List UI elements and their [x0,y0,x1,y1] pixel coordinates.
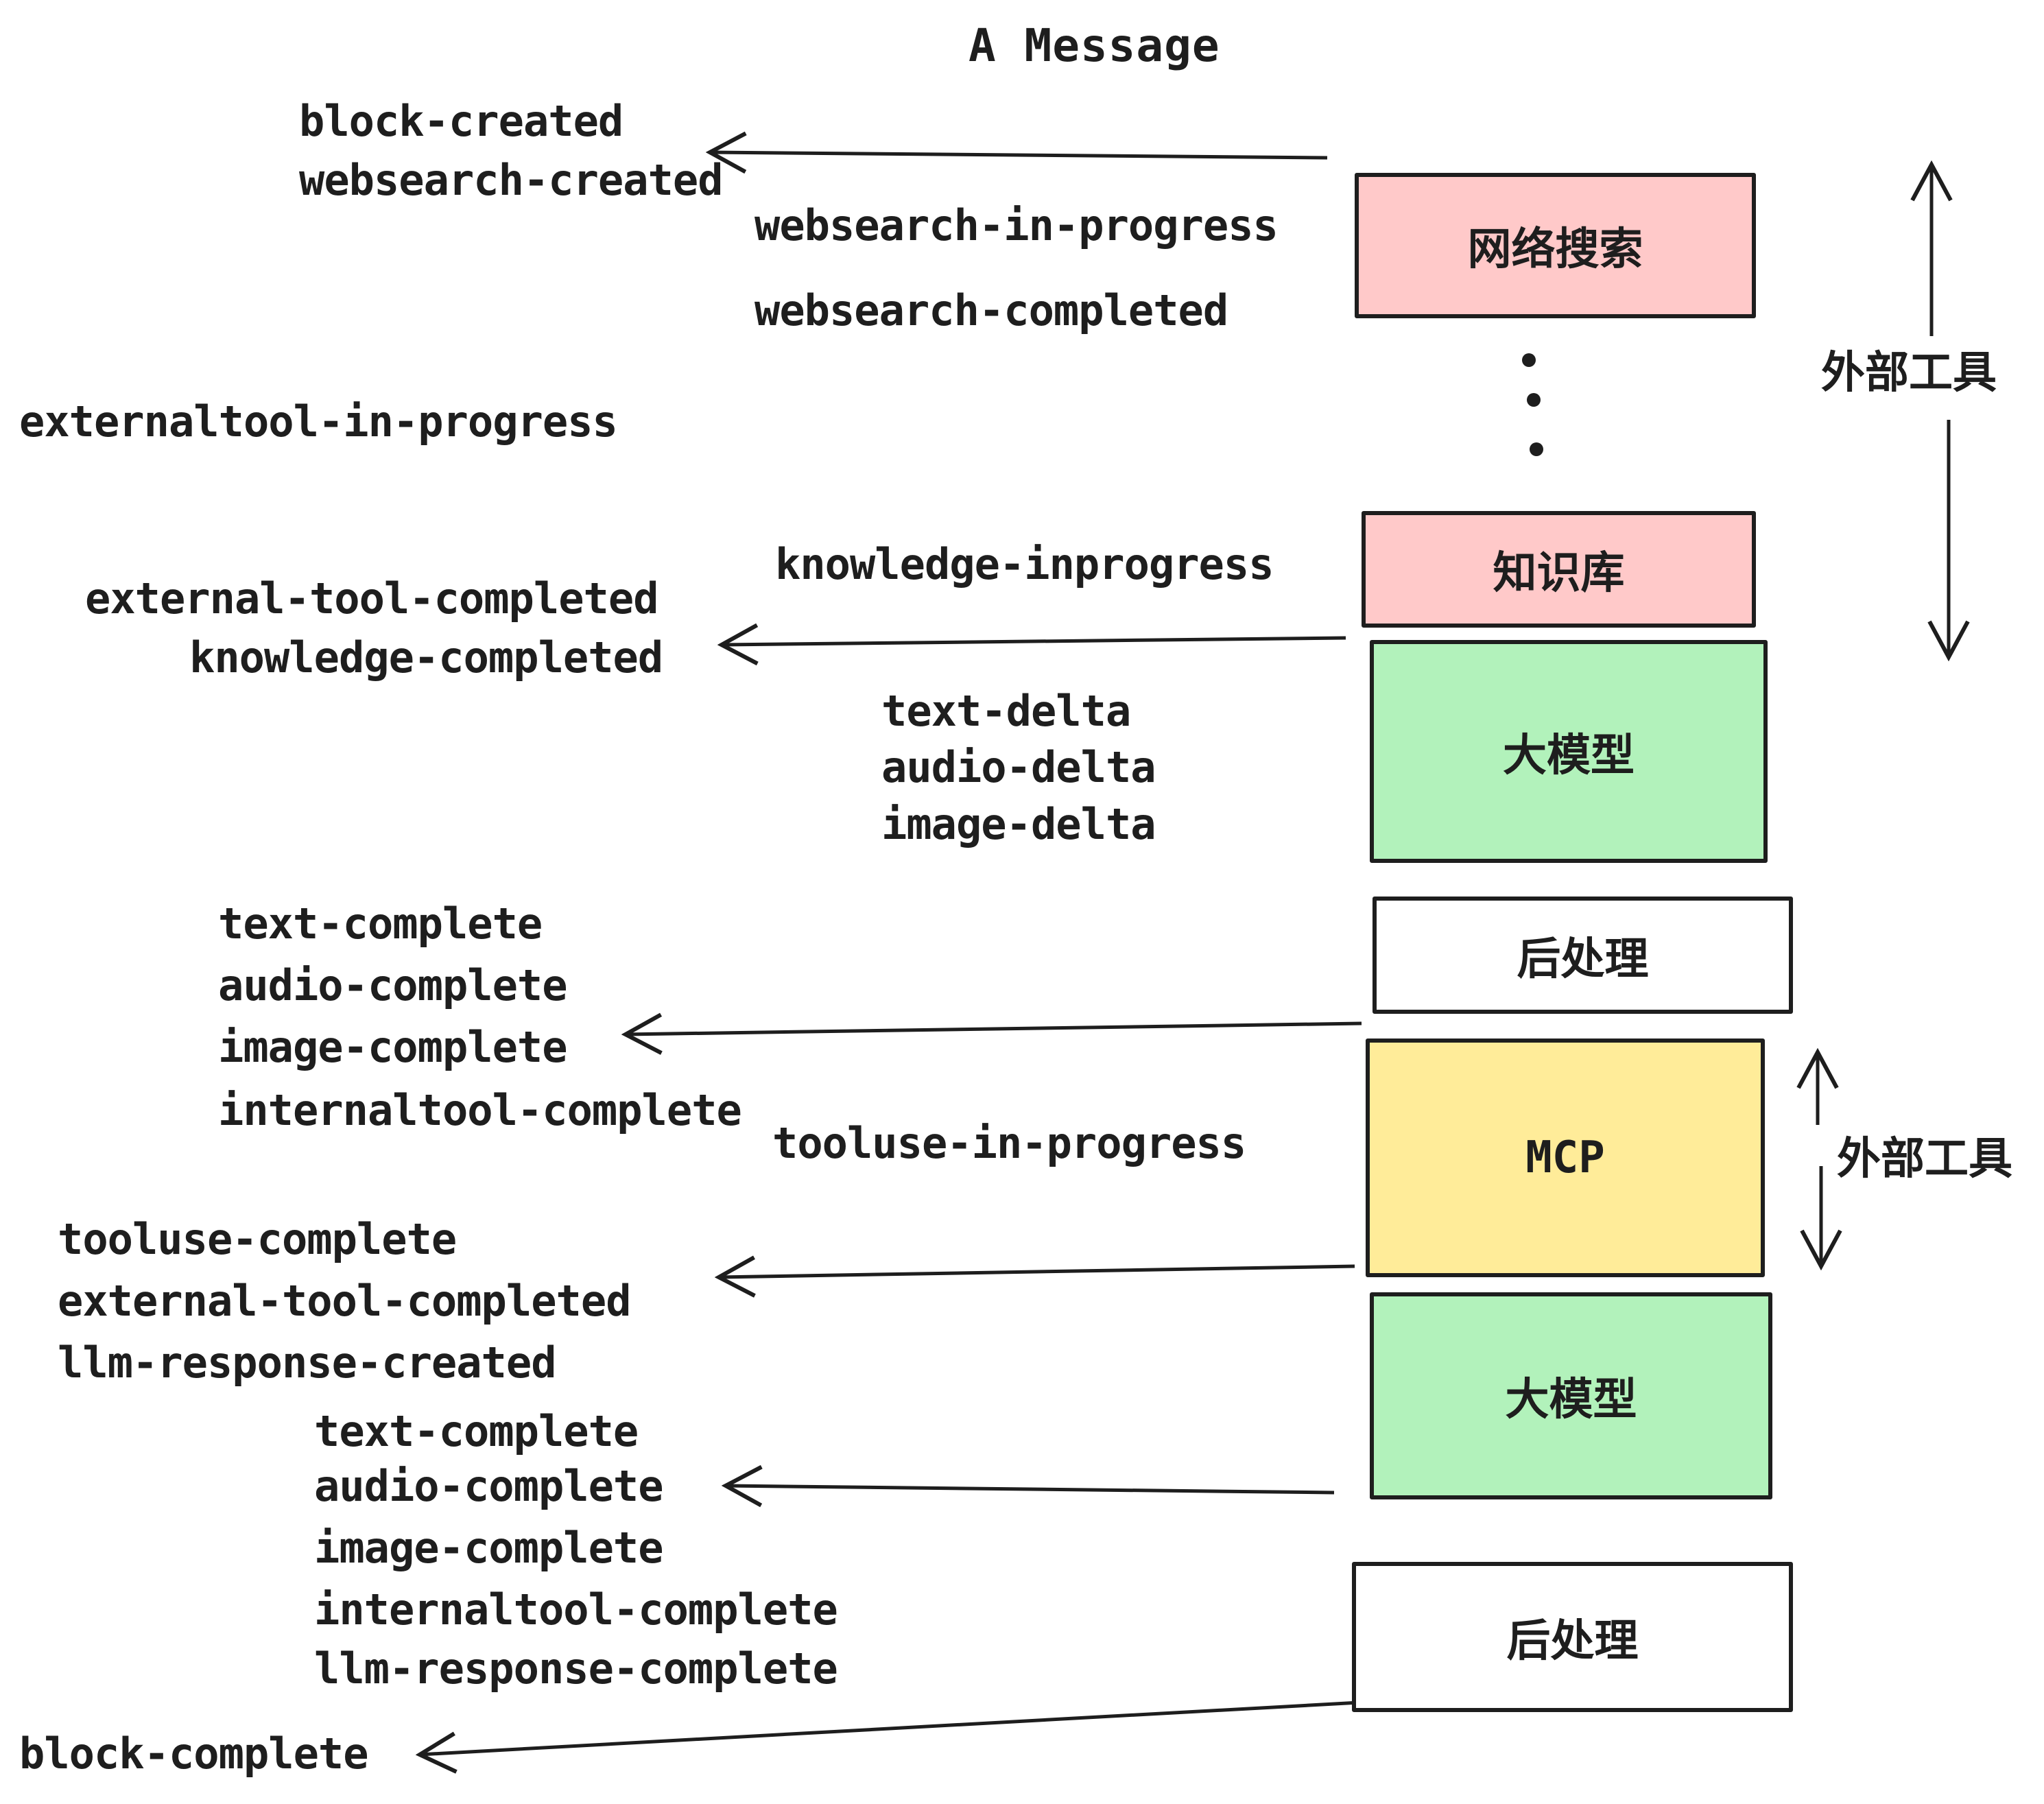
box-mcp: MCP [1366,1039,1765,1277]
event-websearch-in-progress: websearch-in-progress [754,200,1279,250]
event-image-delta-1: image-delta [881,799,1156,849]
event-audio-delta-1: audio-delta [881,742,1156,792]
ellipsis-dot [1522,353,1536,367]
event-block-complete: block-complete [19,1729,369,1779]
event-websearch-completed: websearch-completed [754,285,1228,335]
arrow-postprocess1-to-image-complete [626,1023,1362,1034]
event-text-complete-2: text-complete [314,1406,639,1456]
event-external-tool-completed-1: external-tool-completed [85,573,659,624]
event-text-complete-1: text-complete [218,899,543,949]
event-llm-response-created: llm-response-created [58,1338,557,1388]
external-tools-annotation-1: 外部工具 [1821,348,1997,399]
arrow-postprocess2-to-block-complete [420,1700,1360,1755]
event-websearch-created: websearch-created [299,155,724,205]
event-image-complete-1: image-complete [218,1022,568,1072]
arrow-mcp-to-tooluse-complete [719,1266,1355,1277]
external-tools-annotation-2: 外部工具 [1837,1134,2012,1185]
event-tooluse-complete: tooluse-complete [58,1214,457,1264]
event-knowledge-inprogress: knowledge-inprogress [775,539,1274,589]
diagram-title: A Message [968,19,1220,72]
event-llm-response-complete: llm-response-complete [314,1643,838,1694]
box-postprocess-1-label: 后处理 [1517,934,1649,985]
box-llm-2: 大模型 [1370,1292,1772,1499]
box-postprocess-2-label: 后处理 [1506,1615,1639,1667]
box-postprocess-2: 后处理 [1352,1562,1793,1712]
arrow-knowledge-to-knowledge-completed [722,638,1346,645]
ellipsis-dot [1527,393,1541,407]
arrow-llm2-to-audio-complete [726,1486,1335,1493]
box-mcp-label: MCP [1525,1132,1605,1183]
box-llm-1-label: 大模型 [1503,730,1635,781]
event-audio-complete-2: audio-complete [314,1461,664,1511]
arrow-websearch-to-block-created [710,152,1328,158]
event-external-tool-completed-2: external-tool-completed [58,1276,632,1326]
event-text-delta-1: text-delta [881,686,1131,736]
event-tooluse-in-progress: tooluse-in-progress [772,1118,1246,1168]
event-internaltool-complete-2: internaltool-complete [314,1585,838,1635]
event-internaltool-complete-1: internaltool-complete [218,1085,742,1135]
event-audio-complete-1: audio-complete [218,960,568,1010]
box-postprocess-1: 后处理 [1372,897,1793,1014]
event-knowledge-completed: knowledge-completed [189,632,663,683]
box-llm-2-label: 大模型 [1505,1375,1637,1425]
ellipsis-dot [1530,442,1543,456]
box-knowledge: 知识库 [1362,511,1756,628]
event-image-complete-2: image-complete [314,1523,664,1573]
box-knowledge-label: 知识库 [1493,548,1625,599]
event-externaltool-in-progress: externaltool-in-progress [19,396,618,447]
box-websearch: 网络搜索 [1355,173,1756,318]
box-llm-1: 大模型 [1370,640,1768,863]
box-websearch-label: 网络搜索 [1467,224,1643,275]
event-block-created: block-created [299,96,623,146]
